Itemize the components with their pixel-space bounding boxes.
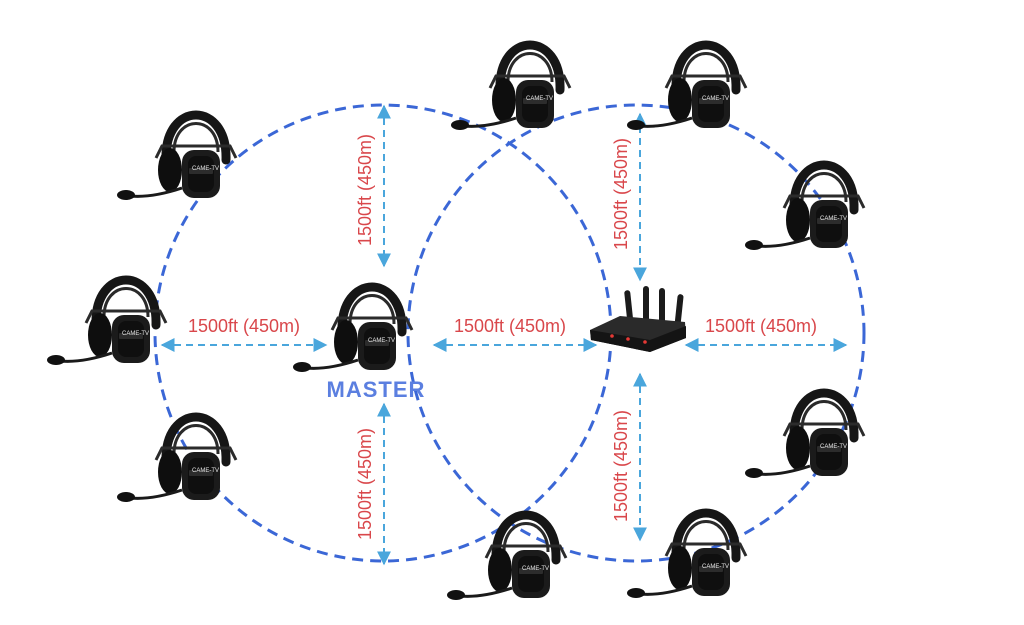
distance-labels: 1500ft (450m) 1500ft (450m) 1500ft (450m… bbox=[188, 134, 817, 540]
headset-bottom-left: CAME-TV bbox=[117, 417, 236, 502]
distance-label-master-top: 1500ft (450m) bbox=[355, 134, 375, 246]
svg-text:CAME-TV: CAME-TV bbox=[702, 96, 729, 102]
distance-arrows bbox=[160, 104, 848, 566]
headset-top-center: CAME-TV bbox=[451, 45, 570, 130]
headset-bottom-center: CAME-TV bbox=[447, 515, 566, 600]
svg-text:CAME-TV: CAME-TV bbox=[522, 566, 549, 572]
distance-label-hub-bottom: 1500ft (450m) bbox=[611, 410, 631, 522]
svg-text:CAME-TV: CAME-TV bbox=[122, 331, 149, 337]
master-label: MASTER bbox=[327, 377, 426, 402]
headset-top-left: CAME-TV bbox=[117, 115, 236, 200]
svg-text:CAME-TV: CAME-TV bbox=[820, 216, 847, 222]
headset-bottom-right-inner: CAME-TV bbox=[627, 513, 746, 598]
range-circle-hub bbox=[406, 103, 866, 563]
distance-label-master-bottom: 1500ft (450m) bbox=[355, 428, 375, 540]
headset-left: CAME-TV bbox=[47, 280, 166, 365]
svg-text:CAME-TV: CAME-TV bbox=[192, 468, 219, 474]
headset-right-lower: CAME-TV bbox=[745, 393, 864, 478]
svg-text:CAME-TV: CAME-TV bbox=[368, 338, 395, 344]
headset-top-right-inner: CAME-TV bbox=[627, 45, 746, 130]
hub-antennas bbox=[624, 286, 684, 331]
svg-text:CAME-TV: CAME-TV bbox=[192, 166, 219, 172]
headset-master: CAME-TV bbox=[293, 287, 412, 372]
distance-label-right: 1500ft (450m) bbox=[705, 316, 817, 336]
distance-label-left: 1500ft (450m) bbox=[188, 316, 300, 336]
wireless-hub bbox=[590, 286, 686, 352]
headsets: CAME-TV CAME-TV CAME-TV CAME-TV CAME-TV … bbox=[47, 45, 864, 600]
svg-text:CAME-TV: CAME-TV bbox=[702, 564, 729, 570]
distance-label-center: 1500ft (450m) bbox=[454, 316, 566, 336]
svg-text:CAME-TV: CAME-TV bbox=[526, 96, 553, 102]
svg-text:CAME-TV: CAME-TV bbox=[820, 444, 847, 450]
distance-label-hub-top: 1500ft (450m) bbox=[611, 138, 631, 250]
headset-right-upper: CAME-TV bbox=[745, 165, 864, 250]
